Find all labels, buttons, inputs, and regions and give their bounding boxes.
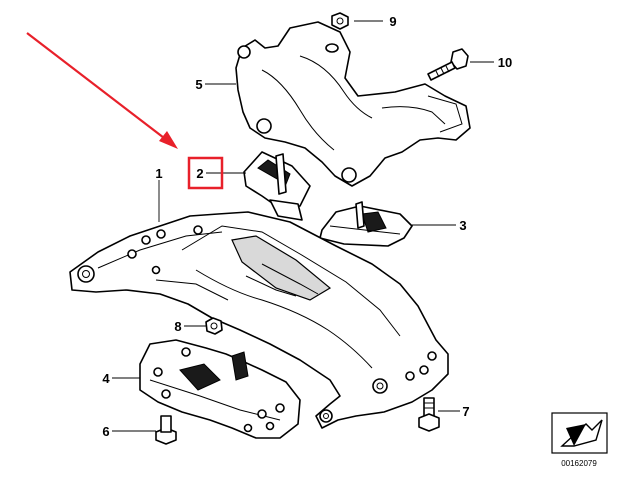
part-6-bolt: [155, 415, 177, 445]
part-9-nut: [331, 12, 349, 30]
part-2-mount: [243, 151, 311, 221]
part-1-crossmember: [69, 211, 449, 429]
leader-lines: [112, 20, 494, 432]
part-8-nut: [205, 317, 223, 335]
part-5-bracket: [235, 21, 471, 187]
part-10-bolt: [427, 48, 469, 81]
callout-4[interactable]: 4: [102, 371, 110, 386]
diagram-id: 00162079: [561, 459, 597, 468]
part-4-mount: [139, 339, 301, 439]
callout-2[interactable]: 2: [196, 166, 203, 181]
callout-1[interactable]: 1: [155, 166, 162, 181]
highlight-box: [187, 156, 224, 190]
part-7-bolt: [418, 397, 440, 432]
callout-8[interactable]: 8: [174, 319, 181, 334]
highlight-arrow: [26, 32, 178, 149]
arrow-corner-icon: [551, 412, 608, 454]
callout-10[interactable]: 10: [498, 55, 512, 70]
callout-5[interactable]: 5: [195, 77, 202, 92]
callout-3[interactable]: 3: [459, 218, 466, 233]
callout-7[interactable]: 7: [462, 404, 469, 419]
callout-6[interactable]: 6: [102, 424, 109, 439]
part-3-mount: [319, 201, 413, 247]
callout-9[interactable]: 9: [389, 14, 396, 29]
